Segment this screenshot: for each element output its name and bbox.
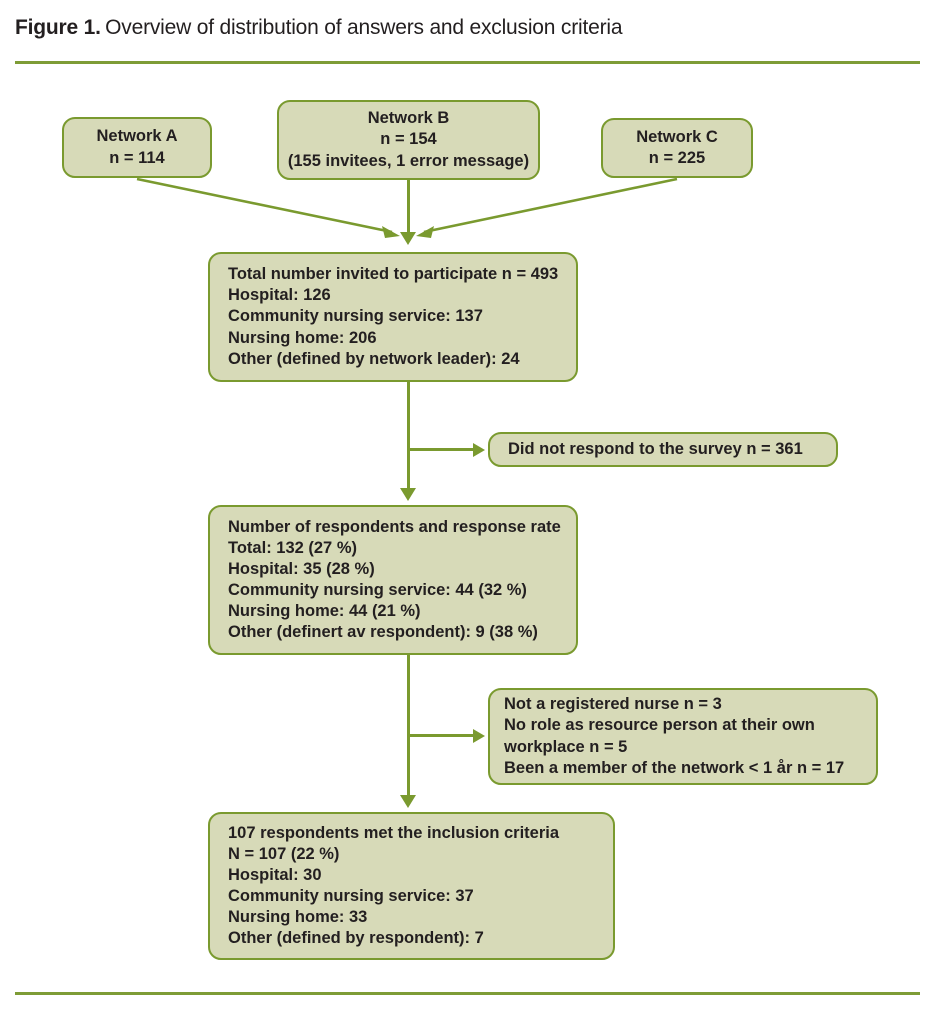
node-network-b[interactable]: Network B n = 154 (155 invitees, 1 error… (277, 100, 540, 180)
node-total-invited-line-0: Total number invited to participate n = … (228, 265, 559, 284)
node-network-c[interactable]: Network C n = 225 (601, 118, 753, 178)
figure-header: Figure 1. Overview of distribution of an… (15, 16, 920, 56)
node-network-a-line-1: n = 114 (109, 148, 165, 167)
node-network-a-line-0: Network A (96, 127, 178, 146)
connector-network-b-vertical (407, 180, 410, 234)
connector-respondents-to-included-vertical (407, 655, 410, 795)
arrowhead-network-b (400, 232, 416, 245)
node-total-invited-line-4: Other (defined by network leader): 24 (228, 349, 520, 368)
node-did-not-respond-line-0: Did not respond to the survey n = 361 (508, 439, 803, 458)
node-exclusions-line-2: Been a member of the network < 1 år n = … (504, 758, 845, 777)
node-network-b-line-2: (155 invitees, 1 error message) (287, 151, 530, 170)
node-exclusions-line-0: Not a registered nurse n = 3 (504, 695, 722, 714)
arrowhead-invited-to-nonrespondents (473, 443, 485, 457)
footer-divider-rule (15, 992, 920, 995)
node-network-c-line-1: n = 225 (648, 149, 706, 167)
node-respondents-line-5: Other (definert av respondent): 9 (38 %) (228, 623, 538, 642)
node-total-invited-line-1: Hospital: 126 (228, 286, 331, 305)
node-respondents-line-0: Number of respondents and response rate (228, 517, 561, 536)
node-network-b-line-0: Network B (367, 109, 450, 128)
node-included-line-3: Community nursing service: 37 (228, 887, 474, 905)
node-network-c-line-0: Network C (636, 127, 718, 146)
node-network-b-line-1: n = 154 (380, 130, 437, 149)
connector-respondents-to-exclusions-horizontal (407, 734, 473, 737)
node-network-a[interactable]: Network A n = 114 (62, 117, 212, 178)
node-included-line-5: Other (defined by respondent): 7 (228, 929, 484, 948)
node-exclusions[interactable]: Not a registered nurse n = 3 No role as … (488, 688, 878, 785)
header-divider-rule (15, 61, 920, 64)
node-included-line-1: N = 107 (22 %) (228, 844, 340, 863)
node-included[interactable]: 107 respondents met the inclusion criter… (208, 812, 615, 960)
arrowhead-respondents-to-exclusions (473, 729, 485, 743)
node-included-line-4: Nursing home: 33 (228, 908, 368, 927)
connector-invited-to-nonrespondents-horizontal (407, 448, 473, 451)
connector-invited-to-respondents-vertical (407, 382, 410, 488)
node-total-invited-line-3: Nursing home: 206 (228, 328, 377, 347)
node-did-not-respond[interactable]: Did not respond to the survey n = 361 (488, 432, 838, 467)
node-exclusions-line-1: No role as resource person at their own … (504, 716, 815, 756)
node-respondents[interactable]: Number of respondents and response rate … (208, 505, 578, 655)
arrowhead-invited-to-respondents (400, 488, 416, 501)
node-included-line-2: Hospital: 30 (228, 865, 322, 884)
node-respondents-line-4: Nursing home: 44 (21 %) (228, 602, 421, 621)
node-included-line-0: 107 respondents met the inclusion criter… (228, 823, 560, 842)
node-respondents-line-1: Total: 132 (27 %) (228, 538, 357, 557)
node-respondents-line-2: Hospital: 35 (28 %) (228, 559, 375, 578)
node-total-invited-line-2: Community nursing service: 137 (228, 307, 483, 326)
arrowhead-respondents-to-included (400, 795, 416, 808)
node-respondents-line-3: Community nursing service: 44 (32 %) (228, 581, 527, 599)
figure-caption: Overview of distribution of answers and … (105, 16, 623, 39)
node-total-invited[interactable]: Total number invited to participate n = … (208, 252, 578, 382)
figure-label: Figure 1. (15, 16, 101, 39)
